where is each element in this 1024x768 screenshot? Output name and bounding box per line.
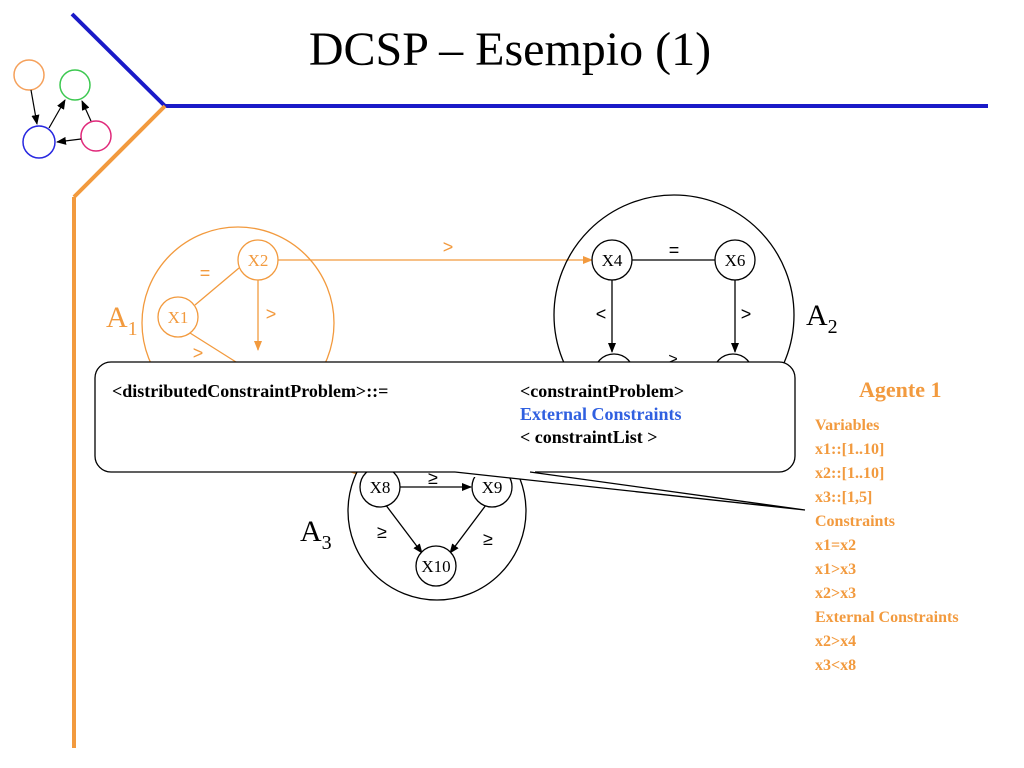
agent-a2-label: A2 [806, 299, 838, 338]
node-x4-label: X4 [602, 251, 623, 270]
agent-1-line: External Constraints [815, 609, 959, 626]
edge-x8-x9-label: ≥ [428, 468, 438, 488]
edge-x1-x3-label: > [193, 343, 204, 363]
edge-x4-x6-label: = [669, 240, 680, 260]
agent-1-line: Constraints [815, 513, 896, 530]
agent-1-line: x2>x4 [815, 633, 857, 650]
agent-1-line: x1>x3 [815, 561, 857, 578]
node-x2-label: X2 [248, 251, 269, 270]
page-title: DCSP – Esempio (1) [308, 23, 712, 76]
node-x10 [415, 545, 457, 587]
node-x6-label: X6 [725, 251, 746, 270]
edge-x8-x10-label: ≥ [377, 522, 387, 542]
edge-x2-x4-label: > [443, 237, 454, 257]
agent-1-line: x2>x3 [815, 585, 857, 602]
frame-blue-diagonal [70, 12, 167, 108]
agent-1-title: Agente 1 [859, 377, 942, 402]
logo-graph-icon [13, 59, 112, 159]
edge-x4-down-label: < [596, 304, 607, 324]
node-x1-label: X1 [168, 308, 189, 327]
agent-a3-group: X8 X9 X10 ≥ ≥ ≥ [347, 421, 527, 601]
agent-1-line: Variables [815, 417, 880, 434]
frame-orange-diagonal [72, 104, 167, 199]
agent-1-panel: Agente 1 Variables x1::[1..10] x2::[1..1… [815, 378, 959, 678]
callout-rhs-line1: <constraintProblem> [520, 381, 685, 401]
node-x9-label: X9 [482, 478, 503, 497]
callout-rhs: <constraintProblem> External Constraints… [520, 380, 684, 449]
agent-1-line: x1::[1..10] [815, 441, 885, 458]
agent-1-line: x3<x8 [815, 657, 857, 674]
agent-1-line: x2::[1..10] [815, 465, 885, 482]
node-x10-label: X10 [421, 557, 450, 576]
edge-x9-x10-label: ≥ [483, 529, 493, 549]
agent-1-line: x3::[1,5] [815, 489, 873, 506]
callout-bubble [94, 361, 806, 511]
node-x8-label: X8 [370, 478, 391, 497]
agent-1-line: x1=x2 [815, 537, 857, 554]
callout-rhs-line2: External Constraints [520, 404, 682, 424]
edge-a2-bottom-label: > [668, 351, 677, 368]
edge-x6-down-label: > [741, 304, 752, 324]
node-x1 [157, 296, 199, 338]
callout-lhs: <distributedConstraintProblem>::= [112, 381, 389, 401]
edge-x2-x3-label: > [266, 304, 277, 324]
agent-a1-label: A1 [106, 301, 138, 340]
edge-x1-x2-label: = [200, 263, 211, 283]
callout-rhs-line3: < constraintList > [520, 427, 658, 447]
agent-a3-label: A3 [300, 515, 332, 554]
